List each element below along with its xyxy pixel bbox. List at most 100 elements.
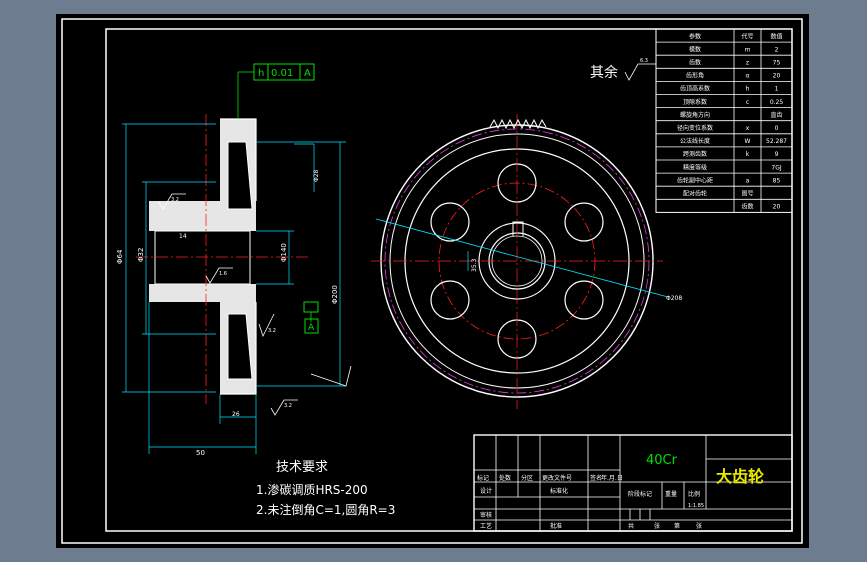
section-outline: [220, 118, 257, 201]
param-cell-r4-c0: 齿顶高系数: [680, 85, 710, 93]
tb-sheji: 设计: [480, 487, 492, 495]
param-cell-r0-c1: 代号: [741, 32, 753, 40]
tb-gengai: 更改文件号: [542, 474, 572, 482]
tb-zhongliang: 重量: [665, 490, 677, 498]
param-cell-r3-c1: α: [746, 73, 750, 80]
web-relief-top: [227, 141, 253, 210]
outer-frame: [61, 18, 803, 544]
geometric-tolerance-frame: h 0.01 A: [237, 63, 315, 119]
param-cell-r6-c2: 直齿: [770, 111, 782, 119]
tech-title: 技术要求: [276, 460, 328, 475]
cad-viewport[interactable]: Φ64 Φ32 Φ140 Φ28 Φ200 50 26 3.2 1.6 3.2 …: [56, 14, 809, 548]
front-view: Φ208 35.3: [371, 114, 682, 409]
tb-di: 第: [674, 522, 680, 530]
tech-item-2: 2.未注倒角C=1,圆角R=3: [256, 502, 395, 517]
param-cell-r5-c2: 0.25: [770, 99, 784, 106]
label-keyway: 14: [179, 233, 187, 240]
tb-nianyueri: 年.月.日: [601, 474, 623, 482]
param-cell-r6-c0: 螺旋角方向: [680, 111, 710, 119]
param-cell-r4-c1: h: [746, 86, 750, 93]
diagonal-dim-line: [375, 218, 669, 298]
label-web-dia: Φ28: [313, 169, 320, 182]
param-cell-r7-c0: 径向变位系数: [677, 124, 713, 132]
lightening-hole-top-left: [430, 202, 470, 242]
tb-shenhe: 审核: [480, 511, 492, 519]
part-name: 大齿轮: [716, 467, 764, 486]
param-cell-r3-c0: 齿形角: [686, 72, 704, 80]
finish-note: 其余 6.3: [590, 58, 656, 81]
lightening-hole-bottom-left: [430, 280, 470, 320]
param-cell-r1-c1: m: [745, 46, 751, 53]
param-cell-r1-c2: 2: [775, 46, 779, 53]
bore-area: [154, 230, 251, 285]
tb-gongyi: 工艺: [480, 522, 492, 530]
param-cell-r2-c0: 齿数: [689, 59, 701, 67]
param-cell-r0-c0: 参数: [689, 32, 701, 40]
param-cell-r12-c0: 配对齿轮: [683, 190, 707, 198]
datum-letter: A: [308, 323, 315, 333]
label-face-width: 50: [196, 449, 205, 457]
rough-3: 3.2: [268, 328, 276, 334]
param-cell-r9-c0: 跨测齿数: [683, 150, 707, 158]
tb-chushu: 处数: [499, 474, 511, 482]
inner-frame: [105, 28, 793, 532]
tb-biaoji: 标记: [477, 474, 489, 482]
param-cell-r11-c2: 85: [773, 177, 781, 184]
param-cell-r2-c2: 75: [773, 60, 781, 67]
param-cell-r5-c1: c: [746, 99, 749, 106]
label-tip-dia: Φ208: [666, 295, 682, 302]
tb-bili-value: 1:1.85: [688, 503, 704, 509]
tb-qianming: 签名: [590, 474, 602, 482]
param-cell-r13-c1: 齿数: [741, 203, 753, 211]
param-cell-r7-c2: 0: [775, 125, 779, 132]
param-cell-r8-c0: 公法线长度: [680, 137, 710, 145]
param-cell-r11-c1: a: [746, 177, 750, 184]
tb-biaozhunhua: 标准化: [550, 487, 568, 495]
param-cell-r4-c2: 1: [775, 86, 779, 93]
label-hub-dia: Φ64: [116, 249, 124, 264]
rough-1: 3.2: [171, 197, 179, 203]
param-cell-r11-c0: 齿轮副中心距: [677, 176, 713, 184]
param-cell-r9-c1: k: [746, 151, 750, 158]
param-cell-r13-c2: 20: [773, 204, 781, 211]
param-cell-r8-c1: W: [745, 138, 751, 145]
tb-pizhun: 批准: [550, 522, 562, 530]
param-cell-r0-c2: 数值: [770, 32, 782, 40]
lightening-hole-top-right: [564, 202, 604, 242]
datum-marker: A: [303, 301, 319, 334]
lightening-hole-bottom-right: [564, 280, 604, 320]
tb-zhang2: 张: [696, 522, 702, 530]
gear-teeth: [489, 118, 547, 130]
finish-roughness: 6.3: [640, 58, 648, 64]
param-cell-r3-c2: 20: [773, 73, 781, 80]
hub-bottom-hatch: [149, 284, 256, 302]
label-rim-width: 26: [232, 411, 240, 418]
leader-1: [310, 365, 352, 387]
finish-label: 其余: [590, 64, 618, 81]
param-cell-r7-c1: x: [746, 125, 750, 132]
keyway: [512, 221, 524, 236]
param-cell-r10-c2: 7GJ: [771, 164, 781, 171]
param-cell-r12-c1: 图号: [741, 191, 753, 198]
label-bore-dia: Φ32: [137, 248, 145, 262]
param-cell-r9-c2: 9: [775, 151, 779, 158]
tb-bili: 比例: [688, 490, 700, 498]
tolerance-datum: A: [304, 68, 311, 79]
tb-jieduan: 阶段标记: [628, 490, 652, 498]
material: 40Cr: [646, 453, 678, 468]
tb-zhang1: 张: [654, 522, 660, 530]
param-cell-r5-c0: 顶隙系数: [683, 98, 707, 106]
param-cell-r8-c2: 52.287: [766, 138, 787, 145]
tb-fenqu: 分区: [521, 474, 533, 482]
param-cell-r1-c0: 模数: [689, 45, 701, 53]
technical-requirements: 技术要求 1.渗碳调质HRS-200 2.未注倒角C=1,圆角R=3: [256, 460, 395, 517]
param-cell-r10-c0: 精度等级: [683, 163, 707, 171]
param-cell-r2-c1: z: [746, 60, 749, 67]
title-block: [473, 434, 793, 532]
drawing-canvas: Φ64 Φ32 Φ140 Φ28 Φ200 50 26 3.2 1.6 3.2 …: [61, 18, 803, 544]
section-view: Φ64 Φ32 Φ140 Φ28 Φ200 50 26 3.2 1.6 3.2 …: [116, 114, 352, 457]
tolerance-value: 0.01: [271, 68, 293, 79]
web-relief-bottom: [227, 313, 253, 380]
label-keyway-height: 35.3: [471, 258, 478, 272]
